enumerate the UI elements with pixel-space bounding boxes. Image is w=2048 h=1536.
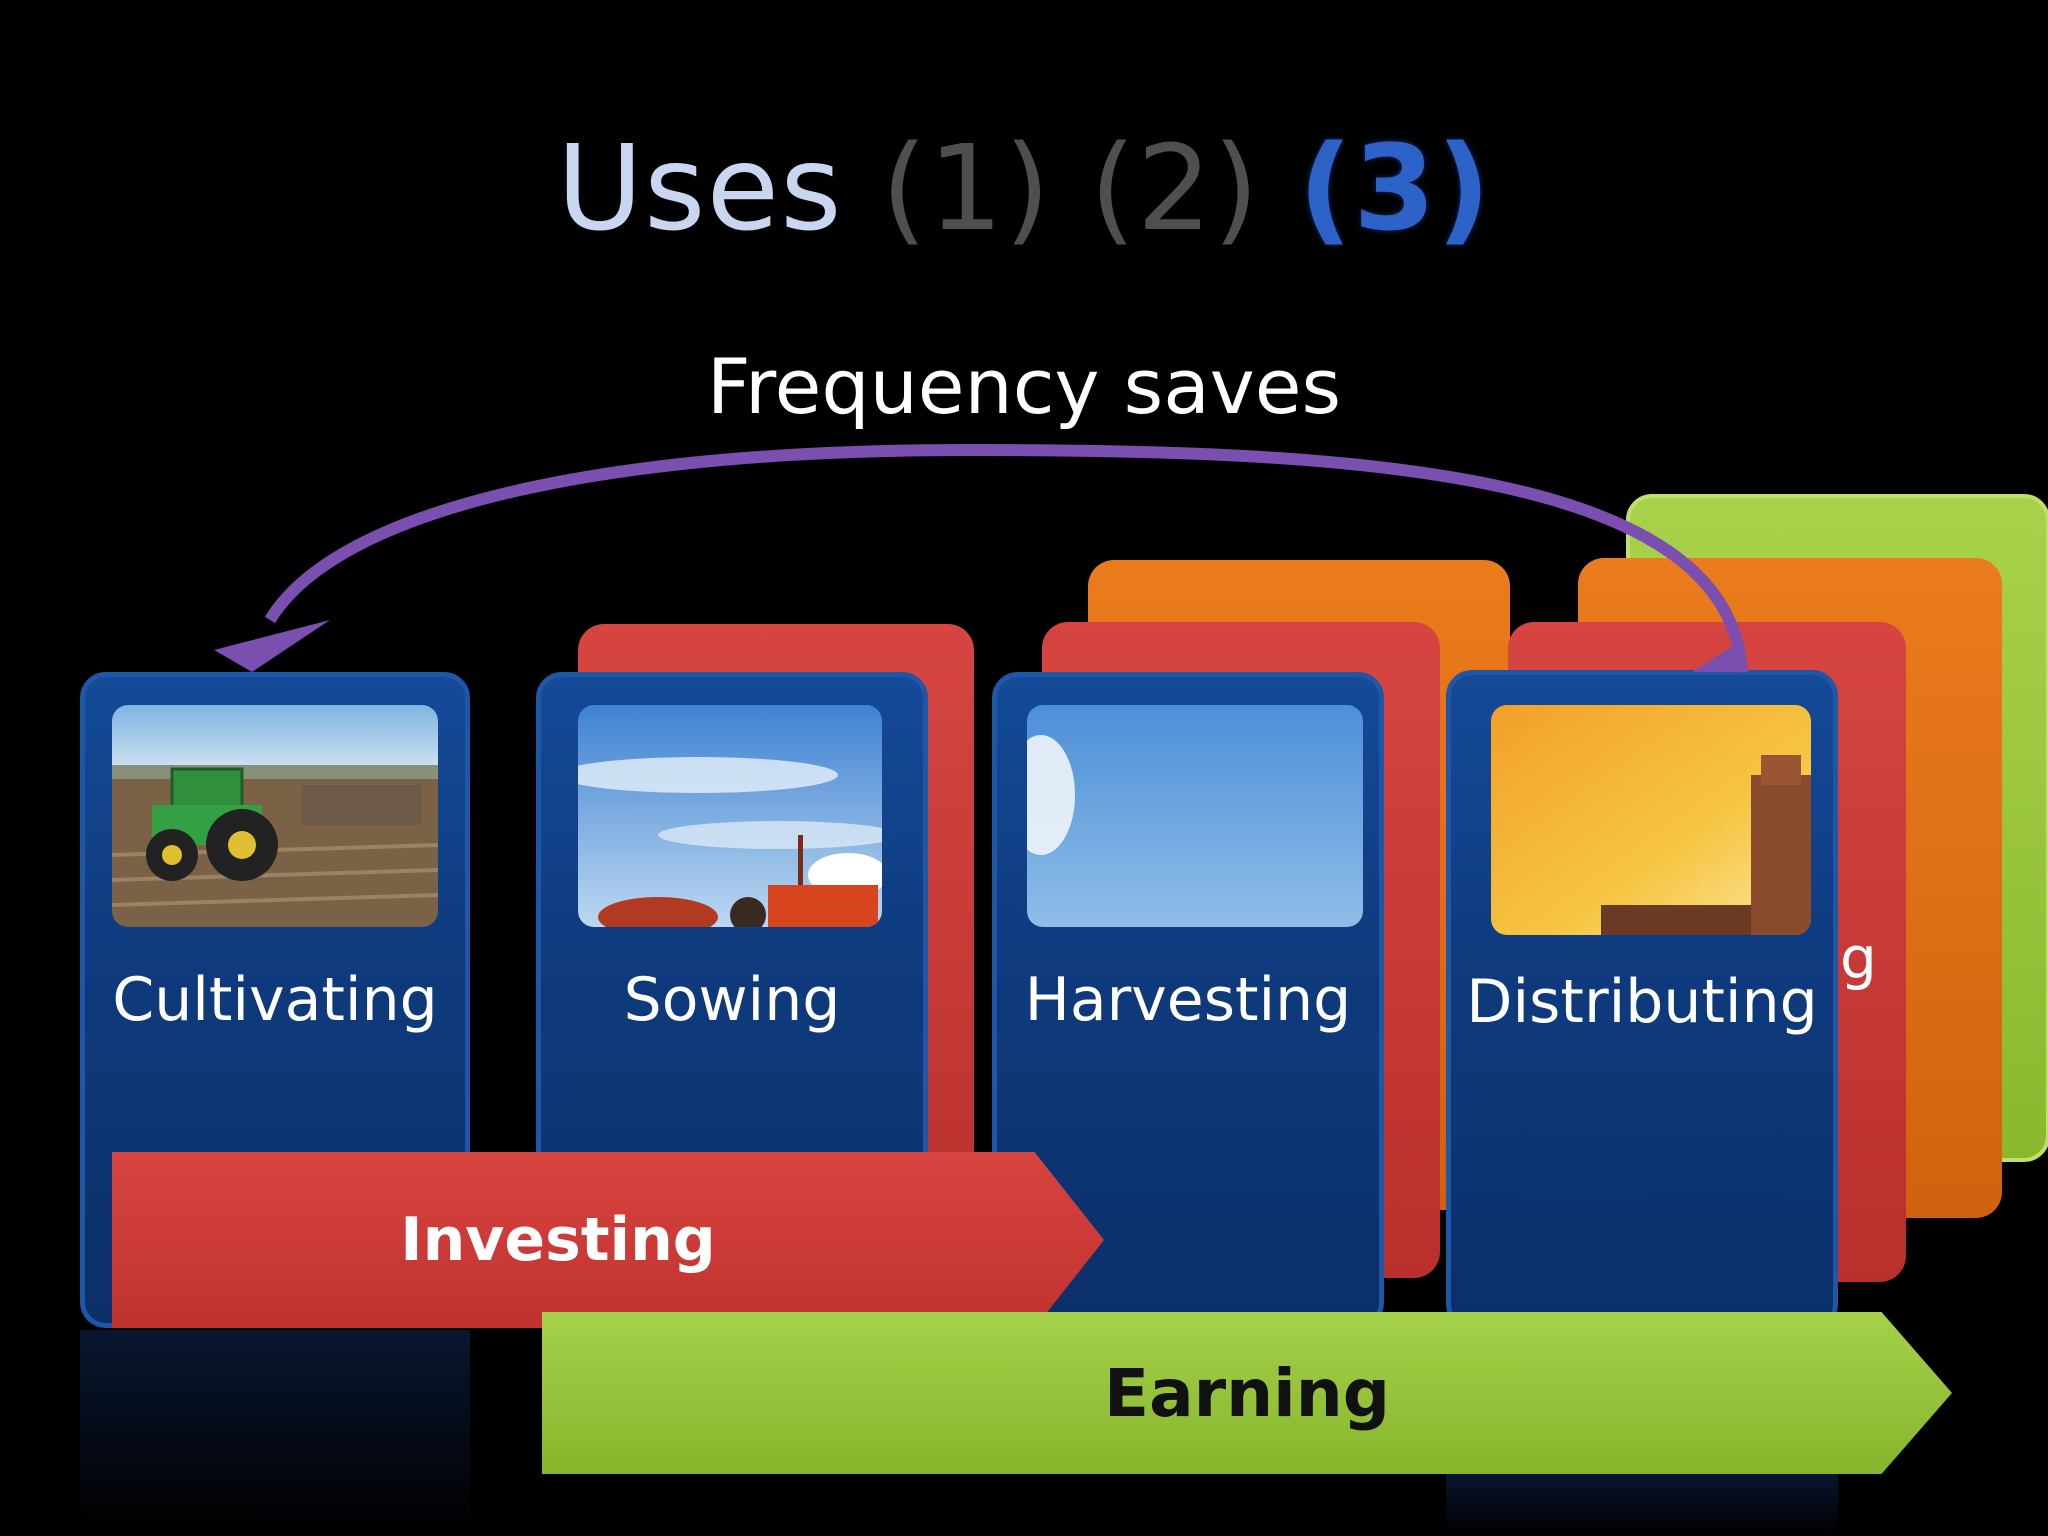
investing-band: Investing (112, 1152, 1104, 1328)
frequency-saves-label: Frequency saves (706, 342, 1342, 431)
sky-tractor-image (578, 705, 882, 927)
sky-tractor-photo (578, 705, 882, 927)
arrowhead (214, 620, 330, 672)
reflection-cultivating (80, 1330, 470, 1530)
title-step-1: (1) (881, 119, 1052, 257)
card-label-sowing: Sowing (623, 965, 841, 1035)
earning-label: Earning (1103, 1354, 1390, 1432)
reflection-distributing (1446, 1470, 1838, 1536)
card-label-distributing: Distributing (1466, 967, 1818, 1037)
back-card-red-text: g (1840, 924, 1877, 992)
title-main: Uses (556, 119, 843, 257)
slide-title: Uses (1) (2) (3) (0, 118, 2048, 258)
investing-label: Investing (400, 1205, 716, 1275)
tractor-field-image (112, 705, 438, 927)
sky-image (1027, 705, 1363, 927)
earning-band: Earning (542, 1312, 1952, 1474)
title-step-2: (2) (1089, 119, 1260, 257)
sky-photo (1027, 705, 1363, 927)
building-sunset-image (1491, 705, 1811, 935)
card-label-cultivating: Cultivating (112, 965, 438, 1035)
card-label-harvesting: Harvesting (1024, 965, 1352, 1035)
title-step-3: (3) (1298, 119, 1492, 257)
building-sunset-photo (1491, 705, 1811, 935)
tractor-field-photo (112, 705, 438, 927)
